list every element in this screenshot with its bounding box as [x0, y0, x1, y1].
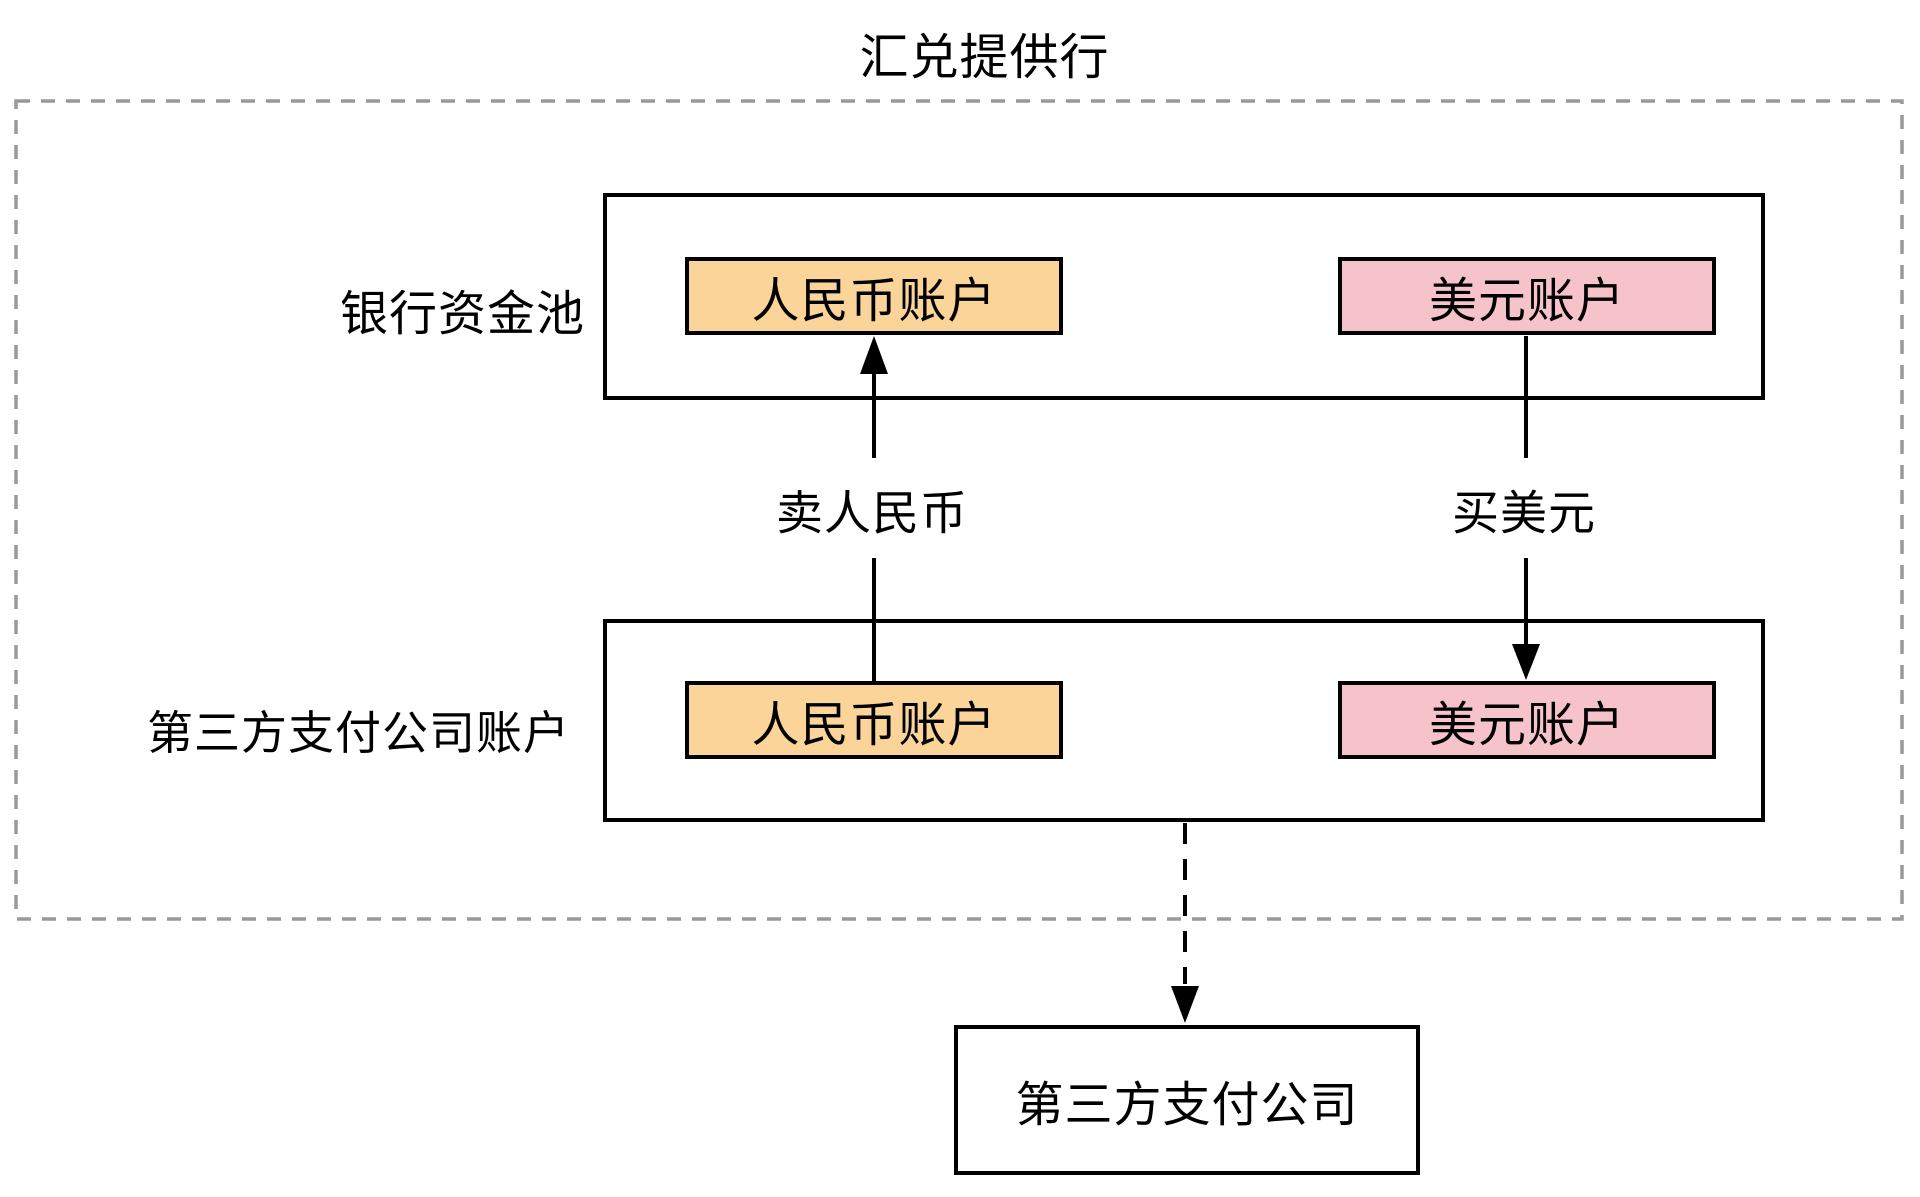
third-party-company-box: 第三方支付公司: [954, 1025, 1420, 1175]
third-party-rmb-account-box: 人民币账户: [685, 681, 1063, 759]
bank-rmb-account-box: 人民币账户: [685, 257, 1063, 335]
third-party-usd-account-box: 美元账户: [1338, 681, 1716, 759]
bank-usd-account-box: 美元账户: [1338, 257, 1716, 335]
third-party-rmb-account-label: 人民币账户: [751, 699, 997, 752]
sell-rmb-label: 卖人民币: [772, 474, 972, 544]
third-party-usd-account-label: 美元账户: [1428, 699, 1625, 752]
third-party-accounts-label: 第三方支付公司账户: [147, 707, 570, 759]
third-party-arrowhead-icon: [1171, 986, 1199, 1023]
third-party-accounts-box: [603, 619, 1765, 822]
diagram-title: 汇兑提供行: [859, 31, 1110, 85]
third-party-company-label: 第三方支付公司: [1015, 1079, 1359, 1132]
bank-rmb-account-label: 人民币账户: [751, 275, 997, 328]
bank-pool-label: 银行资金池: [339, 288, 585, 341]
buy-usd-label: 买美元: [1448, 474, 1600, 544]
third-party-dashed-arrow: [1171, 823, 1199, 1023]
bank-pool-box: [603, 193, 1765, 400]
bank-usd-account-label: 美元账户: [1428, 275, 1625, 328]
